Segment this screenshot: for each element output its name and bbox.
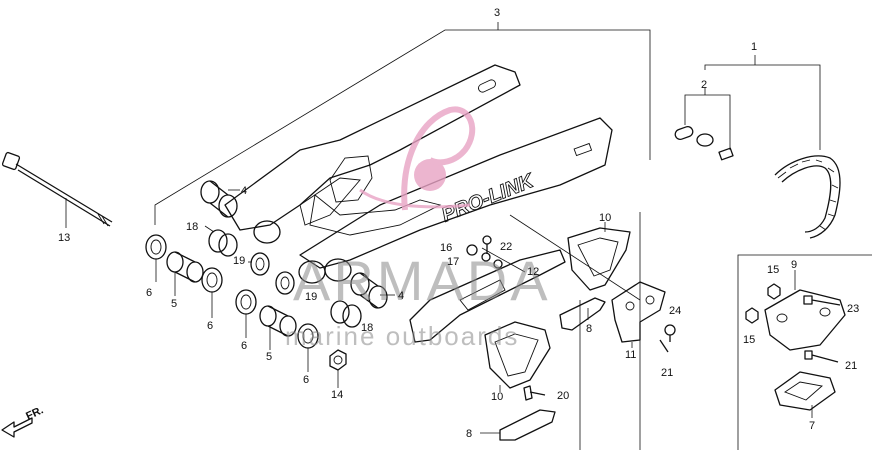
callout-20: 20 (557, 390, 569, 402)
callout-9: 9 (791, 259, 797, 271)
callout-1: 1 (751, 41, 757, 53)
needle-bearing-18-lower (330, 300, 362, 328)
callout-18a: 18 (186, 221, 198, 233)
callout-21b: 21 (845, 360, 857, 372)
seal-6-lower-left (235, 289, 257, 338)
needle-bearing-18-upper (204, 225, 238, 257)
callout-4a: 4 (241, 185, 247, 197)
callout-14: 14 (331, 389, 343, 401)
drive-line-guides (509, 214, 641, 450)
callout-17: 17 (447, 256, 459, 268)
callout-3: 3 (494, 7, 500, 19)
bolts-small (466, 212, 676, 450)
chain-guide-10-upper (567, 222, 631, 291)
callout-15a: 15 (767, 264, 779, 276)
inset-box (737, 254, 872, 450)
direction-label: FR. (24, 404, 45, 422)
callout-13: 13 (58, 232, 70, 244)
callout-16: 16 (440, 242, 452, 254)
callout-10a: 10 (599, 212, 611, 224)
watermark-logo (359, 106, 476, 211)
group-bracket-1 (684, 55, 821, 150)
bushing-5-lower (259, 305, 297, 350)
group-bracket-3 (154, 22, 651, 225)
callout-11: 11 (625, 349, 636, 361)
seal-6-lower-right (297, 323, 319, 372)
watermark-brand: ARMADA (293, 249, 551, 312)
callout-21a: 21 (661, 367, 673, 379)
collar-upper (200, 180, 240, 218)
chain-guide-bracket-11 (611, 281, 666, 348)
front-direction-arrow: FR. (1, 404, 45, 438)
chain-guide-plate-8-lower (480, 409, 556, 441)
bearing-19-upper (248, 252, 270, 276)
chain-slider (409, 247, 566, 343)
callout-8b: 8 (466, 428, 472, 440)
chain-guide-plate-8-upper (559, 297, 606, 331)
callout-5b: 5 (266, 351, 272, 363)
master-link (674, 125, 734, 161)
callout-6a: 6 (146, 287, 152, 299)
callout-10b: 10 (491, 391, 503, 403)
drive-chain (774, 155, 841, 239)
bearing-19-lower (275, 271, 295, 295)
seal-6-upper-right (201, 267, 223, 318)
callout-19a: 19 (233, 255, 245, 267)
callout-6b: 6 (207, 320, 213, 332)
callout-6d: 6 (303, 374, 309, 386)
callout-22: 22 (500, 241, 512, 253)
callout-2: 2 (701, 79, 707, 91)
callout-7: 7 (809, 420, 815, 432)
chain-guide-slipper-9 (764, 270, 846, 351)
callout-19b: 19 (305, 291, 317, 303)
callout-6c: 6 (241, 340, 247, 352)
chain-guide-10-lower (484, 321, 551, 392)
callout-18b: 18 (361, 322, 373, 334)
bushing-5-upper (166, 251, 204, 296)
inset-fasteners (745, 283, 841, 363)
callout-5a: 5 (171, 298, 177, 310)
collar-lower (350, 272, 395, 309)
pro-link-decal: PRO-LINK (439, 169, 538, 226)
callout-23: 23 (847, 303, 859, 315)
callout-12: 12 (527, 266, 539, 278)
slider-block-7 (774, 371, 836, 418)
callout-15b: 15 (743, 334, 755, 346)
pivot-bolt (1, 151, 113, 228)
seal-6-upper-left (145, 234, 167, 282)
callout-24: 24 (669, 305, 681, 317)
nut-14 (329, 349, 347, 388)
watermark-tagline: marine outboards (285, 321, 519, 351)
callout-8a: 8 (586, 323, 592, 335)
callout-labels: 1 2 3 4 4 5 5 6 6 6 6 7 8 8 9 10 10 11 1… (58, 7, 859, 440)
callout-4b: 4 (398, 290, 404, 302)
